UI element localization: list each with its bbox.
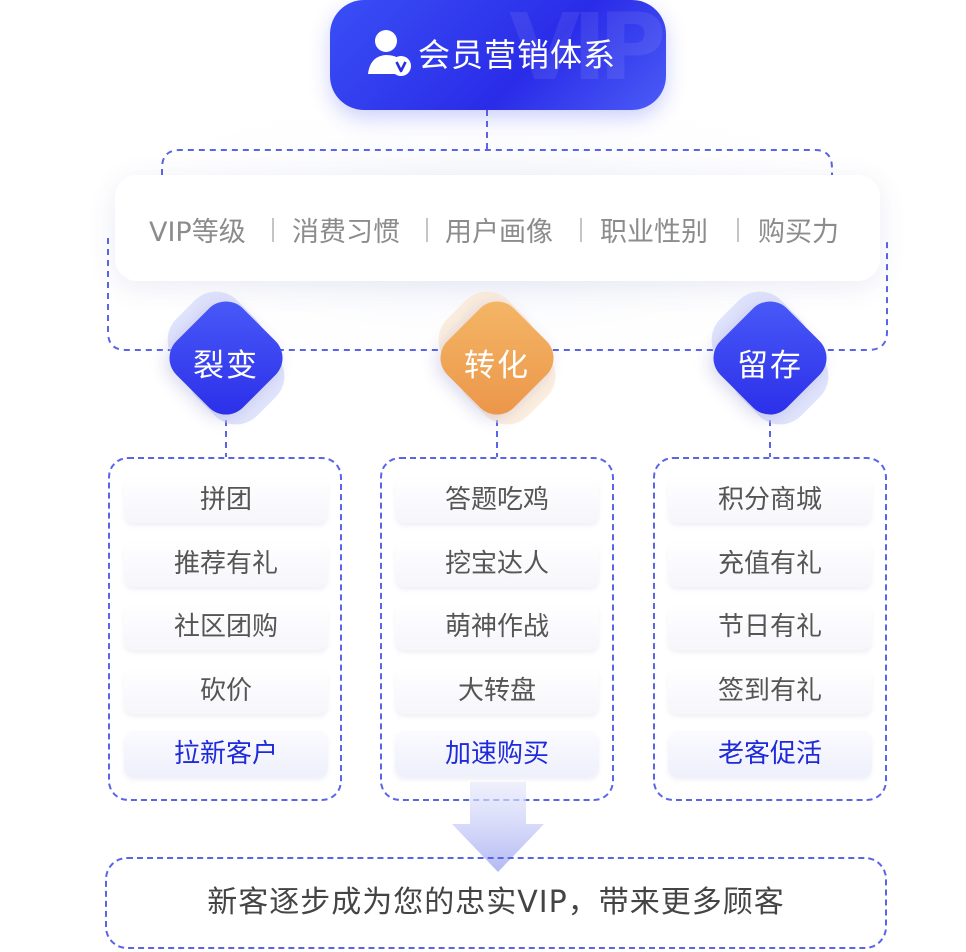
retention-item: 签到有礼 <box>668 667 872 714</box>
attribute-tag: 购买力 <box>758 217 839 248</box>
fission-column-box <box>108 457 342 801</box>
down-arrow-icon <box>452 782 544 872</box>
tag-separator <box>426 218 428 242</box>
fission-title: 裂变 <box>193 348 259 384</box>
retention-item: 老客促活 <box>668 731 872 777</box>
top-bracket <box>161 149 833 175</box>
conversion-item: 挖宝达人 <box>395 540 599 587</box>
tag-separator <box>737 218 739 242</box>
retention-column-box <box>653 457 887 801</box>
attribute-tag: 职业性别 <box>600 217 708 248</box>
fission-item: 社区团购 <box>124 604 328 650</box>
header-title: 会员营销体系 <box>418 36 617 74</box>
attribute-tag: 消费习惯 <box>292 217 400 248</box>
conversion-item: 萌神作战 <box>395 604 599 650</box>
fission-item: 拉新客户 <box>124 731 328 777</box>
retention-item: 节日有礼 <box>668 604 872 650</box>
attribute-tag: 用户画像 <box>445 217 553 248</box>
retention-item: 充值有礼 <box>668 540 872 587</box>
fission-item: 砍价 <box>124 667 328 714</box>
retention-title: 留存 <box>737 348 803 384</box>
fission-item: 拼团 <box>124 477 328 523</box>
conversion-title: 转化 <box>464 348 530 384</box>
footer-text: 新客逐步成为您的忠实VIP，带来更多顾客 <box>207 885 785 920</box>
tag-separator <box>580 218 582 242</box>
conversion-item: 大转盘 <box>395 667 599 714</box>
footer-box <box>105 857 887 949</box>
header-banner: VIP 会员营销体系 <box>330 0 666 110</box>
fission-item: 推荐有礼 <box>124 540 328 587</box>
conversion-item: 答题吃鸡 <box>395 477 599 523</box>
attribute-tag: VIP等级 <box>149 217 246 248</box>
retention-item: 积分商城 <box>668 477 872 523</box>
conversion-item: 加速购买 <box>395 731 599 777</box>
diamond-bracket <box>107 238 888 351</box>
vip-watermark: VIP <box>509 0 666 101</box>
tag-separator <box>272 218 274 242</box>
attribute-tag-card <box>115 175 880 281</box>
vip-user-icon <box>368 30 411 76</box>
